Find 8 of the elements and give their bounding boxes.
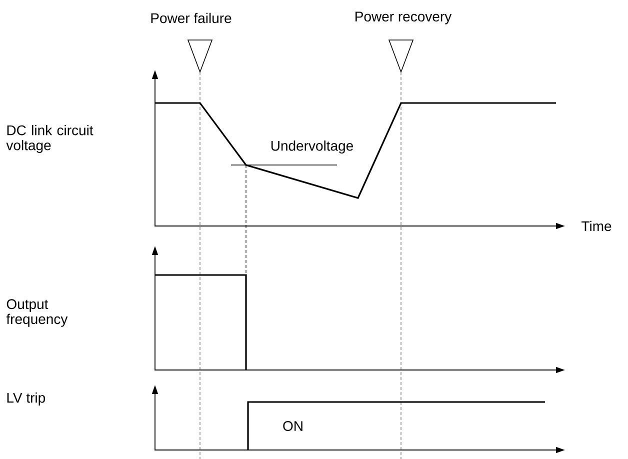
axis-label: Time xyxy=(582,220,612,232)
signal-label: DC link circuit voltage xyxy=(6,124,94,154)
signal-label: LV trip xyxy=(7,392,46,406)
signal-label: Output frequency xyxy=(6,299,68,327)
event-label: Power failure xyxy=(151,12,232,24)
state-label: ON xyxy=(283,421,302,431)
event-label: Power recovery xyxy=(356,12,452,24)
threshold-label: Undervoltage xyxy=(271,140,353,154)
